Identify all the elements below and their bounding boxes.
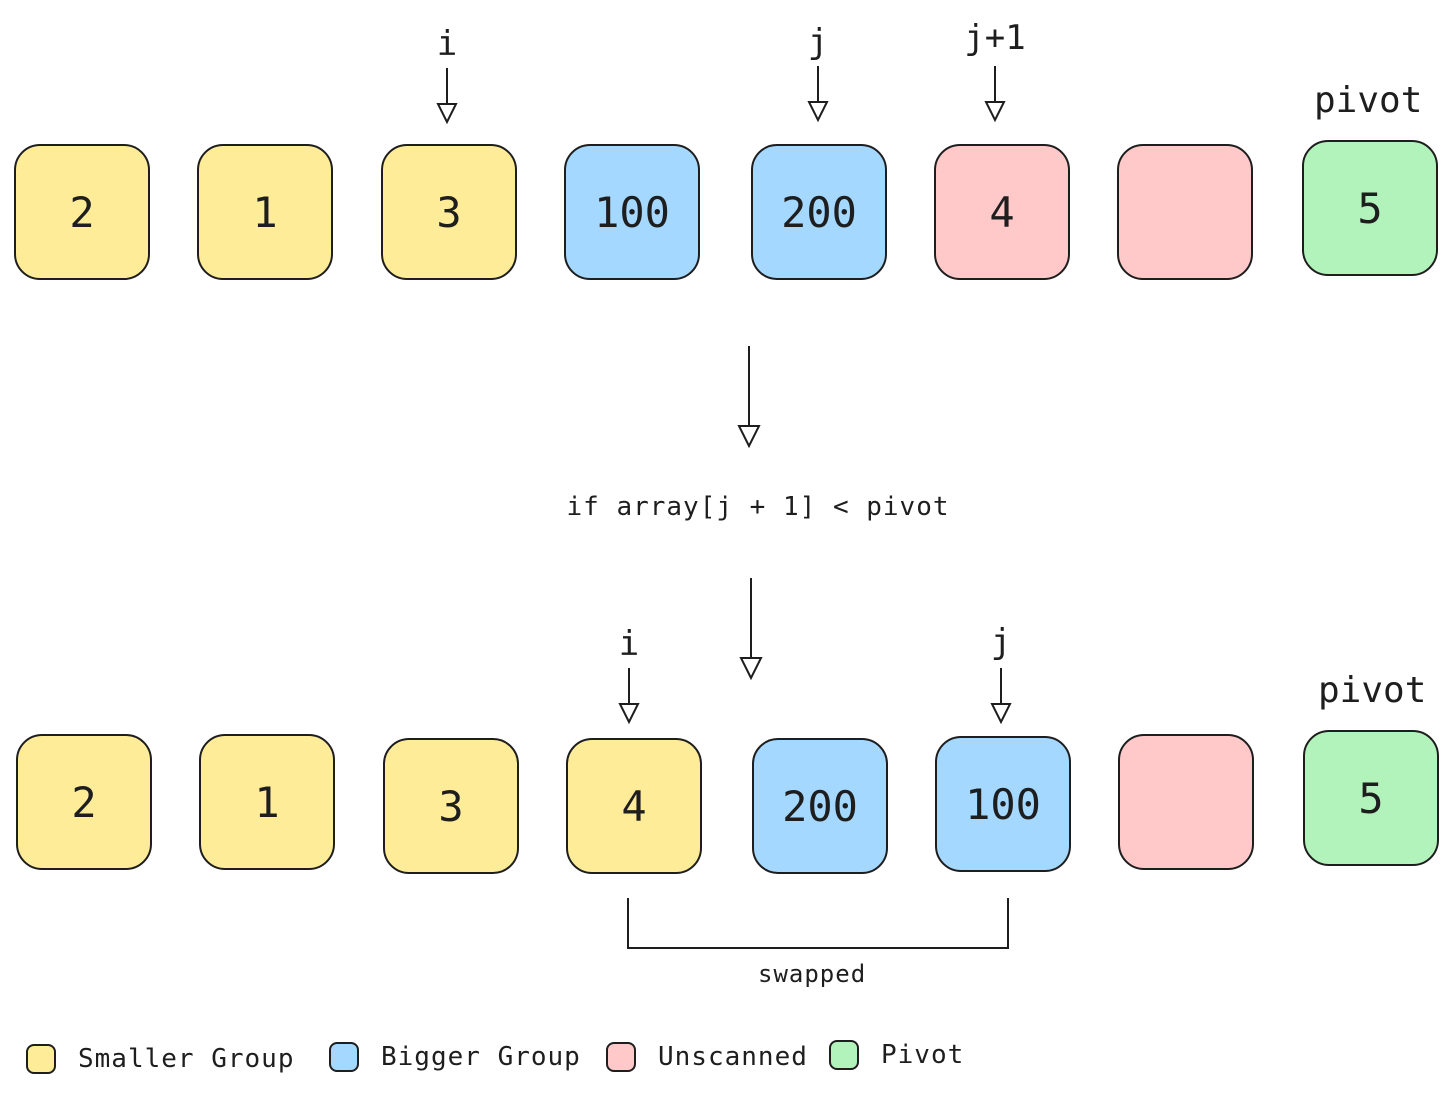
array-cell: 200: [752, 738, 888, 874]
pointer-i: i: [407, 24, 487, 126]
array-after: 2 1 3 4 200 100 5: [0, 730, 1456, 884]
legend-label: Unscanned: [658, 1042, 808, 1072]
legend-swatch: [606, 1042, 636, 1072]
down-arrow-icon: [618, 668, 640, 725]
pointer-label: j: [990, 622, 1012, 662]
legend-item: Pivot: [829, 1040, 964, 1070]
down-arrow-icon: [984, 66, 1006, 123]
array-cell: 100: [564, 144, 700, 280]
array-cell: [1117, 144, 1253, 280]
pointer-label: j: [807, 22, 829, 62]
pointer-j-plus-1: j+1: [955, 18, 1035, 124]
legend-swatch: [829, 1040, 859, 1070]
legend-label: Pivot: [881, 1040, 965, 1070]
array-cell: 2: [16, 734, 152, 870]
legend-item: Smaller Group: [26, 1044, 295, 1074]
array-cell: 3: [381, 144, 517, 280]
down-arrow-icon: [737, 346, 761, 449]
pivot-label: pivot: [1318, 670, 1427, 711]
legend-item: Unscanned: [606, 1042, 808, 1072]
down-arrow-icon: [990, 668, 1012, 724]
legend-swatch: [26, 1044, 56, 1074]
down-arrow-icon: [739, 578, 763, 681]
array-cell: 4: [566, 738, 702, 874]
array-cell: 1: [199, 734, 335, 870]
pivot-cell: 5: [1302, 140, 1438, 276]
pointer-label: i: [436, 24, 458, 64]
pointer-label: j+1: [964, 18, 1026, 58]
array-cell: 3: [383, 738, 519, 874]
legend-label: Smaller Group: [78, 1044, 295, 1074]
array-cell: [1118, 734, 1254, 870]
pointer-i: i: [589, 624, 669, 726]
array-before: 2 1 3 100 200 4 5: [0, 140, 1456, 294]
pointer-j: j: [778, 22, 858, 124]
array-cell: 2: [14, 144, 150, 280]
pivot-label: pivot: [1314, 80, 1423, 121]
condition-text: if array[j + 1] < pivot: [566, 492, 950, 522]
array-cell: 1: [197, 144, 333, 280]
pointer-label: i: [618, 624, 640, 664]
down-arrow-icon: [436, 68, 458, 125]
pivot-cell: 5: [1303, 730, 1439, 866]
legend: Smaller Group Bigger Group Unscanned Piv…: [0, 1038, 1456, 1082]
pointer-j: j: [961, 622, 1041, 724]
swapped-label: swapped: [758, 960, 867, 988]
swap-bracket: [627, 898, 1009, 949]
down-arrow-icon: [807, 66, 829, 123]
array-cell: 200: [751, 144, 887, 280]
array-cell: 4: [934, 144, 1070, 280]
array-cell: 100: [935, 736, 1071, 872]
legend-item: Bigger Group: [329, 1042, 581, 1072]
legend-label: Bigger Group: [381, 1042, 581, 1072]
legend-swatch: [329, 1042, 359, 1072]
